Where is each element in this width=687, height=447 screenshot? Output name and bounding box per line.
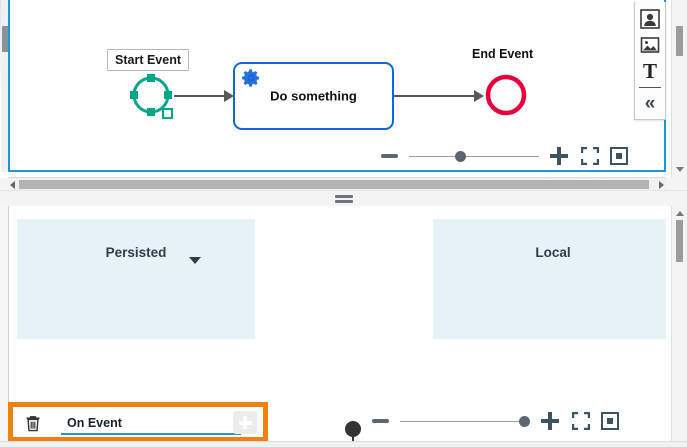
partition-local[interactable]: Local	[433, 219, 666, 339]
zoom-slider[interactable]	[409, 149, 539, 163]
window-bottom-edge	[0, 441, 687, 447]
bpmn-vertical-scrollbar[interactable]	[671, 0, 687, 178]
toolbar-divider	[639, 87, 661, 88]
uml-zoom-slider[interactable]	[400, 414, 530, 428]
user-shape-icon[interactable]	[638, 6, 662, 32]
bpmn-panel: Start Event	[0, 0, 687, 191]
service-task-label: Do something	[270, 88, 357, 104]
image-shape-icon[interactable]	[638, 32, 662, 58]
end-event-node[interactable]	[483, 72, 529, 118]
bpmn-zoom-controls	[381, 146, 628, 166]
service-task-node[interactable]: Do something	[233, 62, 394, 130]
start-event-label: Start Event	[107, 49, 189, 71]
bpmn-vertical-scrollbar-thumb[interactable]	[676, 26, 683, 56]
uml-zoom-controls	[372, 411, 619, 431]
scroll-up-arrow-icon[interactable]	[676, 211, 684, 216]
start-event-resize-handle[interactable]	[162, 108, 173, 119]
partition-persisted-label: Persisted	[105, 245, 167, 260]
canvas-left-scrollbar-thumb[interactable]	[2, 26, 9, 52]
start-event-node[interactable]	[128, 72, 174, 118]
scroll-down-arrow-icon[interactable]	[676, 167, 684, 172]
uml-vertical-scrollbar-thumb[interactable]	[676, 220, 683, 262]
add-event-button[interactable]	[233, 411, 257, 434]
zoom-slider-thumb[interactable]	[455, 150, 466, 162]
trash-icon[interactable]	[25, 415, 41, 432]
bottom-left-gutter	[0, 206, 8, 447]
bpmn-horizontal-scrollbar-thumb[interactable]	[19, 180, 649, 189]
initial-node[interactable]	[345, 421, 361, 437]
sequence-flow-start-to-task[interactable]	[174, 88, 234, 104]
collapse-glyph: «	[644, 92, 656, 114]
zoom-out-button[interactable]	[381, 154, 398, 158]
actual-size-icon[interactable]	[610, 147, 628, 165]
text-shape-icon[interactable]: T	[638, 58, 662, 84]
uml-zoom-in-button[interactable]	[541, 412, 559, 430]
splitter-grip-icon[interactable]	[334, 195, 353, 205]
partition-local-label: Local	[535, 245, 571, 260]
plus-icon	[238, 416, 252, 429]
fit-to-screen-icon[interactable]	[580, 146, 600, 166]
collapse-panel-icon[interactable]: «	[638, 90, 662, 116]
gear-icon	[241, 68, 261, 88]
end-event-label: End Event	[472, 47, 534, 61]
uml-vertical-scrollbar[interactable]	[671, 206, 687, 447]
zoom-in-button[interactable]	[550, 147, 568, 165]
sequence-flow-task-to-end[interactable]	[394, 88, 484, 104]
text-shape-glyph: T	[642, 58, 657, 83]
scroll-right-arrow-icon[interactable]	[659, 181, 664, 189]
event-name-toolbar	[8, 402, 268, 442]
bpmn-canvas[interactable]: Start Event	[8, 0, 666, 172]
partition-persisted[interactable]: Persisted	[17, 219, 255, 339]
event-name-input[interactable]	[61, 414, 241, 435]
bpmn-horizontal-scrollbar[interactable]	[8, 177, 666, 191]
uml-actual-size-icon[interactable]	[601, 412, 619, 430]
chevron-down-icon[interactable]	[189, 257, 201, 264]
uml-fit-to-screen-icon[interactable]	[571, 411, 591, 431]
uml-zoom-out-button[interactable]	[372, 419, 389, 423]
uml-zoom-slider-thumb[interactable]	[519, 415, 530, 427]
scroll-left-arrow-icon[interactable]	[10, 181, 15, 189]
shape-toolbar: T «	[634, 2, 666, 120]
